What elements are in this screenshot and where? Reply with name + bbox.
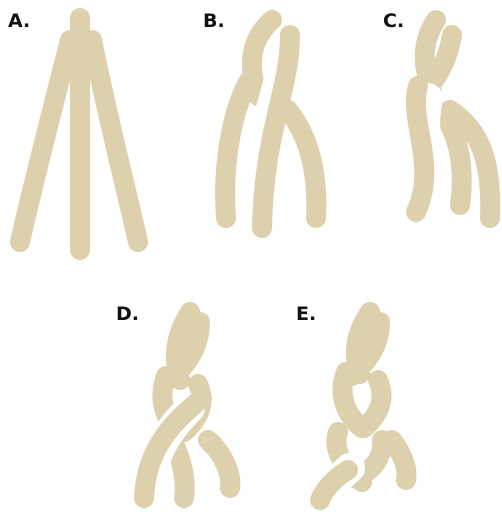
strand-b-outer-right: [288, 110, 316, 218]
strand-e-mid-b: [364, 380, 382, 428]
step-label-d: D.: [116, 305, 139, 324]
strand-a-left: [20, 40, 70, 242]
strand-d-right: [208, 440, 230, 488]
step-b-strands: [225, 20, 316, 228]
strand-a-right: [92, 40, 138, 242]
step-d-strands: [144, 312, 230, 498]
step-label-c: C.: [383, 12, 404, 31]
step-label-a: A.: [8, 12, 30, 31]
step-label-b: B.: [203, 12, 225, 31]
strand-b-outer-left: [225, 82, 248, 218]
step-e-strands: [320, 312, 406, 500]
strand-c-center: [442, 112, 462, 205]
strand-e-right: [392, 440, 406, 480]
strand-c-left: [416, 86, 424, 212]
step-label-e: E.: [296, 305, 316, 324]
step-a-strands: [20, 18, 138, 250]
step-c-strands: [416, 20, 490, 218]
